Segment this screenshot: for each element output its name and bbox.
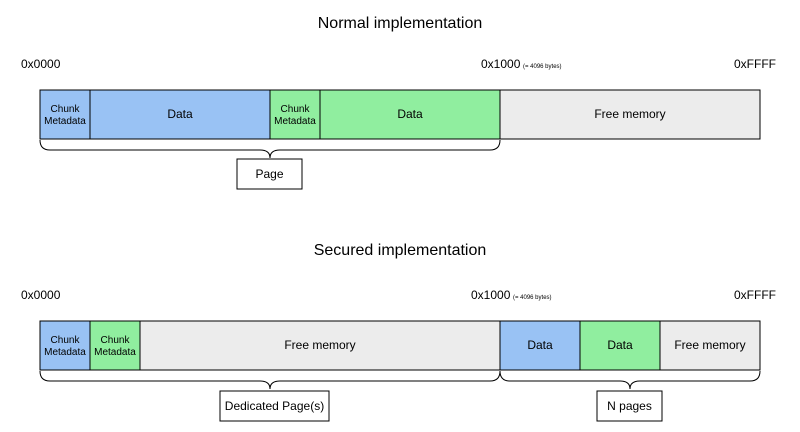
- secured-chunk1-label-line1: Chunk: [51, 335, 81, 346]
- secured-free2-label: Free memory: [674, 338, 745, 352]
- secured-addr-start: 0x0000: [21, 288, 61, 302]
- normal-page-brace: [39, 139, 501, 159]
- normal-chunk2-label-line1: Chunk: [281, 104, 311, 115]
- secured-chunk2-label-line1: Chunk: [101, 335, 131, 346]
- secured-chunk-metadata-1: [39, 320, 91, 371]
- secured-addr-mid-note: (= 4096 bytes): [513, 295, 552, 301]
- normal-data-1: [89, 89, 271, 140]
- normal-free-label: Free memory: [594, 107, 665, 121]
- normal-title: Normal implementation: [318, 15, 483, 32]
- normal-page-label: Page: [255, 167, 283, 181]
- normal-free-memory: [499, 89, 761, 140]
- normal-addr-mid-note: (= 4096 bytes): [523, 64, 562, 70]
- normal-data-2: [319, 89, 501, 140]
- secured-free-memory-1: [139, 320, 501, 371]
- secured-npages-box: [596, 390, 663, 422]
- secured-implementation: Secured implementation 0x0000 0x1000 (= …: [21, 242, 776, 422]
- secured-free-memory-2: [659, 320, 761, 371]
- normal-implementation: Normal implementation 0x0000 0x1000 (= 4…: [21, 15, 776, 190]
- secured-dedicated-brace: [39, 370, 501, 390]
- normal-addr-start: 0x0000: [21, 57, 61, 71]
- secured-data-1: [499, 320, 581, 371]
- secured-npages-brace: [499, 370, 761, 390]
- secured-title: Secured implementation: [314, 242, 487, 259]
- secured-addr-end: 0xFFFF: [734, 288, 776, 302]
- normal-page-box: [236, 158, 303, 190]
- secured-dedicated-label: Dedicated Page(s): [225, 399, 324, 413]
- secured-data2-label: Data: [607, 338, 633, 352]
- secured-free1-label: Free memory: [284, 338, 355, 352]
- normal-addr-end: 0xFFFF: [734, 57, 776, 71]
- secured-npages-label: N pages: [607, 399, 652, 413]
- secured-dedicated-box: [219, 390, 330, 422]
- secured-chunk1-label-line2: Metadata: [44, 347, 86, 358]
- secured-data1-label: Data: [527, 338, 553, 352]
- normal-chunk-metadata-2: [269, 89, 321, 140]
- normal-chunk1-label-line1: Chunk: [51, 104, 81, 115]
- normal-chunk1-label-line2: Metadata: [44, 116, 86, 127]
- normal-chunk-metadata-1: [39, 89, 91, 140]
- secured-chunk-metadata-2: [89, 320, 141, 371]
- normal-chunk2-label-line2: Metadata: [274, 116, 316, 127]
- secured-addr-mid: 0x1000: [471, 288, 511, 302]
- normal-addr-mid: 0x1000: [481, 57, 521, 71]
- normal-data1-label: Data: [167, 107, 193, 121]
- normal-data2-label: Data: [397, 107, 423, 121]
- secured-chunk2-label-line2: Metadata: [94, 347, 136, 358]
